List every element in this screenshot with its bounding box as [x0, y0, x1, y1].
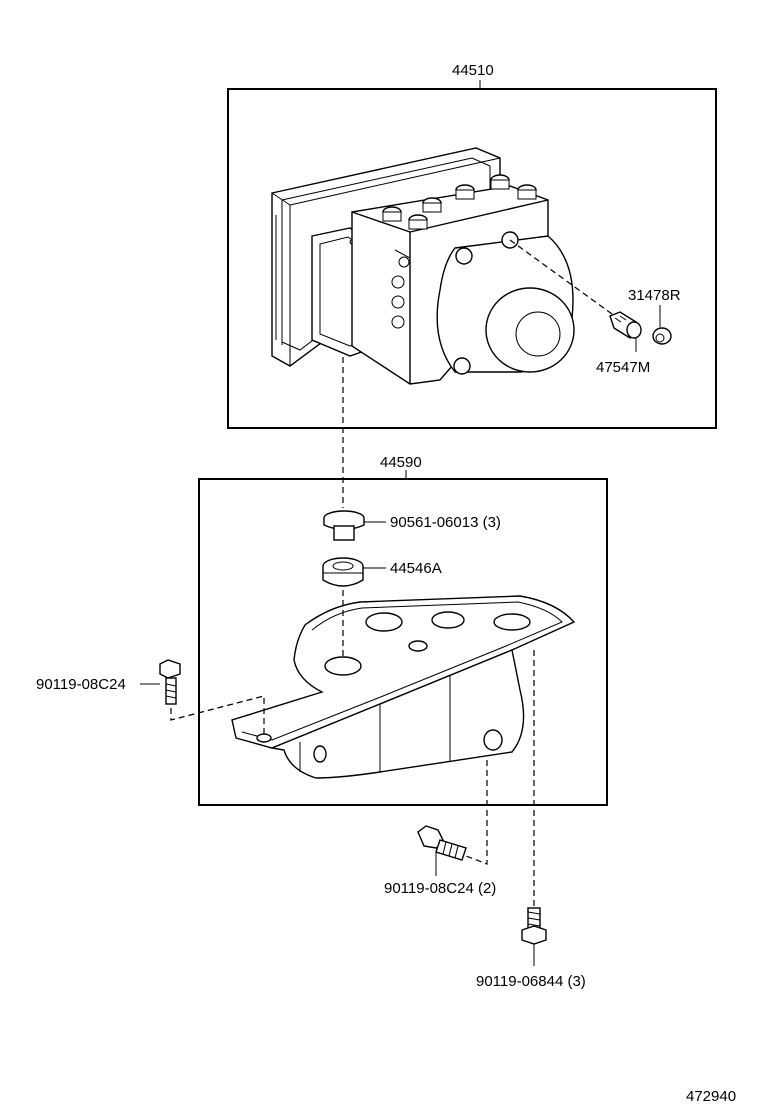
callout-90561-06013[interactable]: 90561-06013 (3): [390, 514, 501, 531]
bolt-bottom-part: [521, 907, 547, 945]
illustration-number: 472940: [686, 1088, 736, 1105]
callout-44546A[interactable]: 44546A: [390, 560, 442, 577]
callout-44510[interactable]: 44510: [452, 62, 494, 79]
collar-part: [323, 510, 365, 541]
callout-90119-06844[interactable]: 90119-06844 (3): [476, 973, 586, 990]
bracket-assembly-group: 44590 90561-06013 (3) 44546A: [198, 454, 608, 806]
cushion-part: [322, 557, 364, 587]
actuator-assembly-group: 44510: [227, 62, 717, 429]
callout-90119-08C24-2[interactable]: 90119-08C24 (2): [384, 880, 496, 897]
callout-44590[interactable]: 44590: [380, 454, 422, 471]
bleeder-cap-part: [652, 327, 672, 345]
bolt-left-part: [159, 659, 181, 705]
callout-31478R[interactable]: 31478R: [628, 287, 681, 304]
abs-actuator-illustration: [271, 147, 575, 385]
bleeder-plug-part: [609, 311, 642, 339]
bracket-assembly-frame: [198, 478, 608, 806]
bolt-lower-part: [417, 825, 467, 861]
mounting-bracket-illustration: [231, 595, 576, 779]
callout-90119-08C24[interactable]: 90119-08C24: [36, 676, 126, 693]
callout-47547M[interactable]: 47547M: [596, 359, 650, 376]
actuator-assembly-frame: [227, 88, 717, 429]
